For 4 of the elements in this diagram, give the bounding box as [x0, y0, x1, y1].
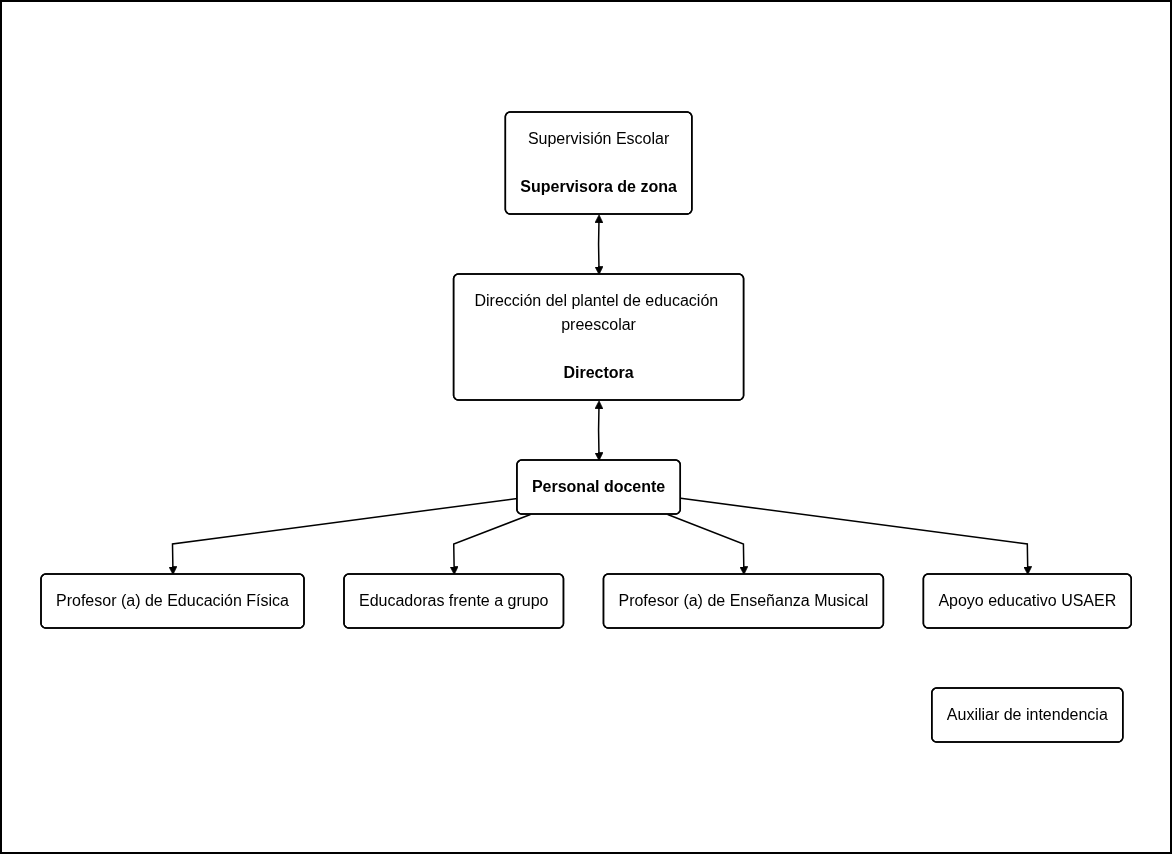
arrow	[666, 513, 749, 575]
arrow	[594, 214, 604, 275]
arrow	[449, 513, 532, 575]
arrow	[594, 400, 604, 461]
